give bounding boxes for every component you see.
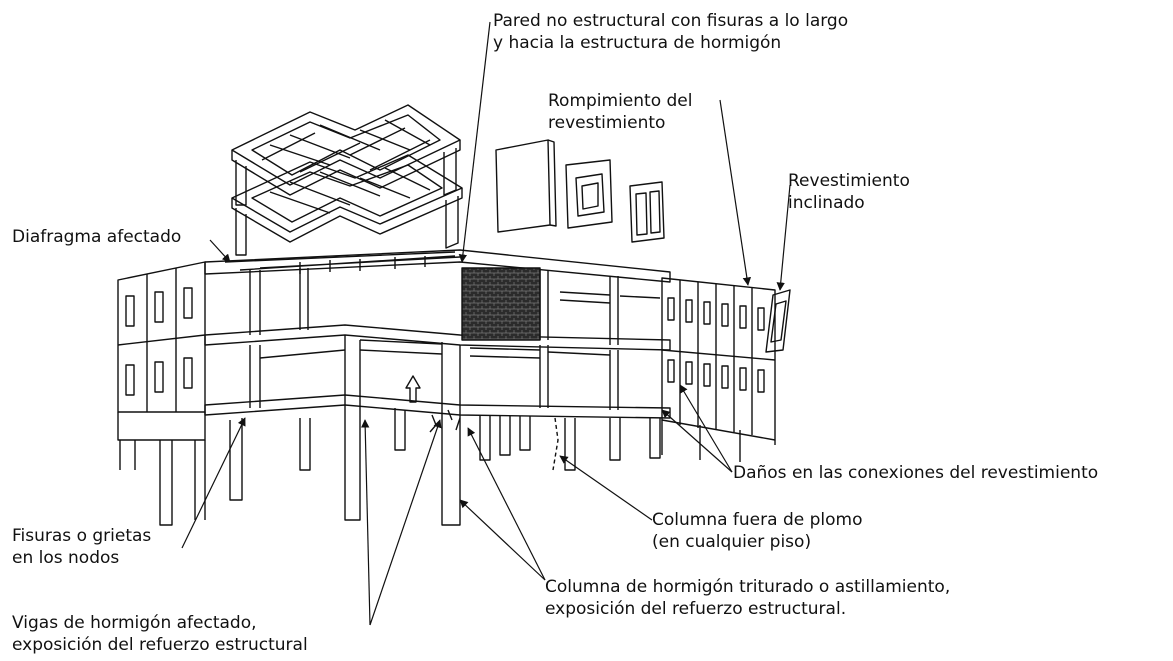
leader-columna-hormigon-1: [459, 499, 546, 581]
label-rompimiento: Rompimiento del revestimiento: [548, 90, 692, 134]
label-line: (en cualquier piso): [652, 532, 812, 552]
label-pared-no-estructural: Pared no estructural con fisuras a lo la…: [493, 10, 848, 54]
leader-diafragma: [209, 239, 231, 263]
leader-inclinado: [776, 184, 791, 291]
label-vigas-hormigon: Vigas de hormigón afectado, exposición d…: [12, 612, 308, 656]
leader-danos-2: [679, 384, 733, 473]
leader-vigas-2: [369, 419, 442, 626]
left-facade: [117, 261, 206, 441]
label-line: exposición del refuerzo estructural.: [545, 599, 847, 619]
label-columna-fuera-plomo: Columna fuera de plomo (en cualquier pis…: [652, 509, 862, 553]
exploded-slab-upper: [231, 104, 461, 206]
label-line: Diafragma afectado: [12, 227, 182, 247]
leader-columna-plomo: [559, 455, 653, 521]
leader-columna-hormigon-2: [467, 427, 546, 581]
label-line: en los nodos: [12, 548, 120, 568]
brick-infill-wall: [461, 267, 541, 341]
label-line: Pared no estructural con fisuras a lo la…: [493, 11, 849, 31]
leader-rompimiento: [719, 99, 752, 286]
label-line: inclinado: [788, 193, 865, 213]
label-line: Columna de hormigón triturado o astillam…: [545, 577, 951, 597]
label-line: Columna fuera de plomo: [652, 510, 863, 530]
leader-danos-1: [661, 409, 733, 473]
label-line: Vigas de hormigón afectado,: [12, 613, 257, 633]
right-facade: [661, 277, 776, 462]
out-of-plumb-column-mark: [552, 417, 559, 471]
label-line: revestimiento: [548, 113, 666, 133]
falling-panel-double-window: [629, 181, 665, 243]
leader-vigas-1: [360, 419, 371, 626]
label-danos-conexiones: Daños en las conexiones del revestimient…: [733, 462, 1098, 484]
leader-pared: [458, 21, 491, 263]
label-fisuras-nodos: Fisuras o grietas en los nodos: [12, 525, 151, 569]
label-revestimiento-inclinado: Revestimiento inclinado: [788, 170, 910, 214]
label-columna-hormigon: Columna de hormigón triturado o astillam…: [545, 576, 950, 620]
leader-fisuras: [181, 417, 246, 549]
label-line: Rompimiento del: [548, 91, 693, 111]
falling-panel-window: [565, 159, 613, 229]
inclined-panel: [765, 289, 791, 353]
label-line: Daños en las conexiones del revestimient…: [733, 463, 1099, 483]
label-line: Fisuras o grietas: [12, 526, 152, 546]
label-diafragma: Diafragma afectado: [12, 226, 181, 248]
label-line: exposición del refuerzo estructural: [12, 635, 308, 655]
falling-panel-plain: [495, 139, 557, 233]
main-frame: [119, 249, 671, 526]
label-line: Revestimiento: [788, 171, 910, 191]
label-line: y hacia la estructura de hormigón: [493, 33, 782, 53]
exploded-slab-lower: [231, 154, 463, 256]
